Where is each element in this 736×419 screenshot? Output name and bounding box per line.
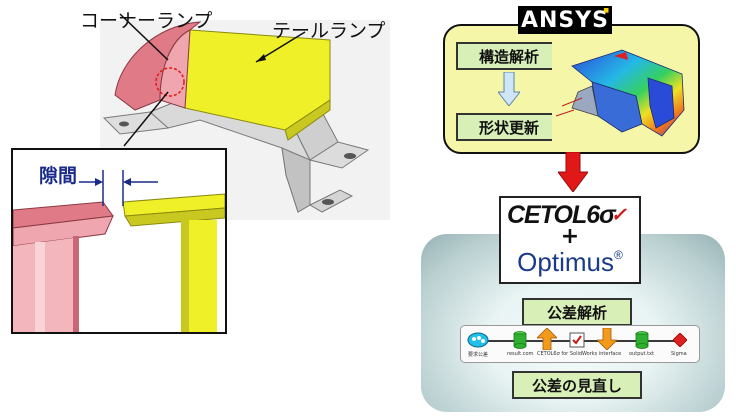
orange-down-arrow-icon bbox=[597, 328, 617, 350]
check-icon: ✓ bbox=[610, 204, 627, 226]
gap-detail-zoom: 隙間 bbox=[11, 148, 227, 334]
red-down-arrow-icon bbox=[558, 152, 588, 192]
ansys-logo-mark-icon: ■ bbox=[603, 7, 610, 14]
cetol-logo-text: CETOL6σ bbox=[507, 200, 616, 229]
gap-label: 隙間 bbox=[39, 165, 78, 187]
workflow-diagram: 要求公差 result.com CETOL6σ for SolidWorks i… bbox=[460, 325, 700, 363]
lamp-assembly-drawing bbox=[100, 13, 390, 220]
orange-up-arrow-icon bbox=[537, 328, 557, 350]
workflow-node-label: output.txt bbox=[629, 351, 654, 357]
workflow-node-file-icon bbox=[513, 331, 527, 349]
gap-detail-drawing bbox=[13, 170, 225, 332]
ansys-logo: ANSYS ■ bbox=[518, 6, 612, 34]
workflow-node-label: 要求公差 bbox=[468, 352, 489, 358]
callout-corner-lamp: コーナーランプ bbox=[80, 10, 213, 32]
shape-update-step: 形状更新 bbox=[456, 113, 562, 141]
optimus-logo-text: Optimus bbox=[517, 246, 614, 277]
callout-tail-lamp: テールランプ bbox=[272, 20, 386, 42]
tolerance-review-step: 公差の見直し bbox=[512, 371, 642, 399]
ansys-logo-text: ANSYS bbox=[520, 7, 610, 33]
plus-sign: + bbox=[560, 224, 580, 249]
workflow-node-input-icon bbox=[467, 332, 489, 348]
workflow-node-label: Sigma bbox=[671, 351, 687, 357]
workflow-node-label: CETOL6σ for SolidWorks interface bbox=[537, 351, 622, 357]
tolerance-analysis-step: 公差解析 bbox=[522, 298, 632, 326]
cetol-optimus-logo-box: CETOL6σ ✓ + Optimus ® bbox=[499, 196, 641, 284]
workflow-node-cetol-icon bbox=[569, 332, 585, 348]
workflow-node-sigma-icon bbox=[673, 333, 687, 347]
workflow-node-output-icon bbox=[635, 331, 649, 349]
optimus-reg-mark: ® bbox=[613, 248, 623, 262]
down-arrow-icon bbox=[498, 72, 520, 106]
optimus-logo: Optimus ® bbox=[505, 246, 635, 278]
lamp-illustration bbox=[60, 0, 390, 225]
workflow-node-label: result.com bbox=[507, 351, 534, 357]
fea-contour-image bbox=[552, 36, 692, 142]
structural-analysis-step: 構造解析 bbox=[456, 42, 562, 70]
cetol-logo: CETOL6σ ✓ bbox=[507, 200, 633, 230]
